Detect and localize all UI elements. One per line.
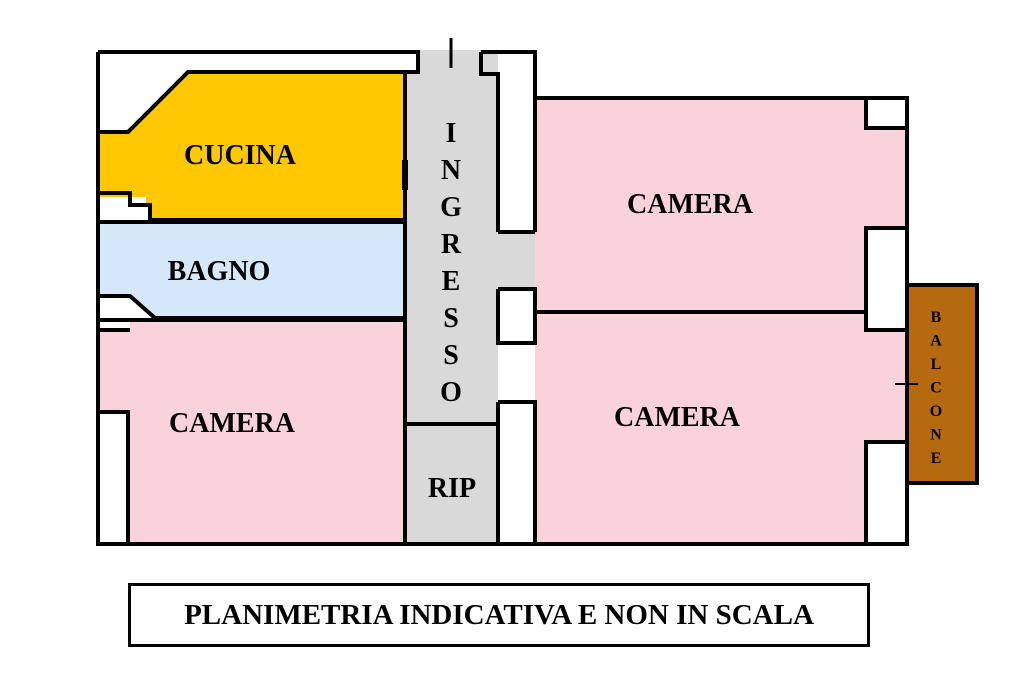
- left-corner-niche: [98, 52, 416, 70]
- center-column-mid: [498, 289, 533, 343]
- ingresso-letter: R: [441, 229, 462, 260]
- cucina-label: CUCINA: [184, 140, 297, 171]
- ingresso-area: [405, 50, 498, 424]
- ingresso-letter: O: [440, 377, 462, 408]
- left-bottom-niche: [100, 412, 128, 542]
- ingresso-letter: N: [441, 155, 461, 186]
- right-bottom-niche: [866, 442, 905, 542]
- balcone-letter: O: [930, 403, 942, 420]
- ingresso-letter: S: [443, 303, 459, 334]
- balcone-letter: E: [931, 450, 942, 467]
- ingresso-letter: E: [442, 266, 461, 297]
- ingresso-letter: I: [446, 118, 457, 149]
- center-column-top: [498, 52, 533, 232]
- caption-box: PLANIMETRIA INDICATIVA E NON IN SCALA: [128, 583, 870, 647]
- camera-left-room: [98, 320, 405, 544]
- balcone-letter: A: [930, 333, 942, 350]
- ingresso-connector: [498, 232, 535, 287]
- ingresso-letter: S: [443, 340, 459, 371]
- bagno-label: BAGNO: [168, 256, 271, 287]
- right-top-niche: [866, 100, 905, 128]
- ingresso-letter: G: [440, 192, 462, 223]
- balcone-letter: N: [930, 427, 942, 444]
- caption-text: PLANIMETRIA INDICATIVA E NON IN SCALA: [184, 598, 814, 631]
- camera-top-right-room: [535, 98, 907, 312]
- right-mid-niche: [866, 228, 905, 330]
- rip-label: RIP: [428, 473, 476, 504]
- balcone-letter: C: [930, 380, 942, 397]
- balcone-letter: B: [931, 309, 942, 326]
- cucina-corner-niche: [100, 197, 146, 219]
- center-column-bottom: [498, 402, 533, 542]
- camera-bottom-right-label: CAMERA: [614, 402, 741, 433]
- bagno-room: [98, 222, 405, 318]
- balcone-area: [907, 285, 977, 483]
- rip-room: [405, 424, 498, 544]
- camera-left-label: CAMERA: [169, 408, 296, 439]
- camera-top-right-label: CAMERA: [627, 189, 754, 220]
- balcone-letter: L: [931, 356, 942, 373]
- camera-bottom-right-room: [535, 314, 907, 544]
- cucina-room: [98, 72, 405, 220]
